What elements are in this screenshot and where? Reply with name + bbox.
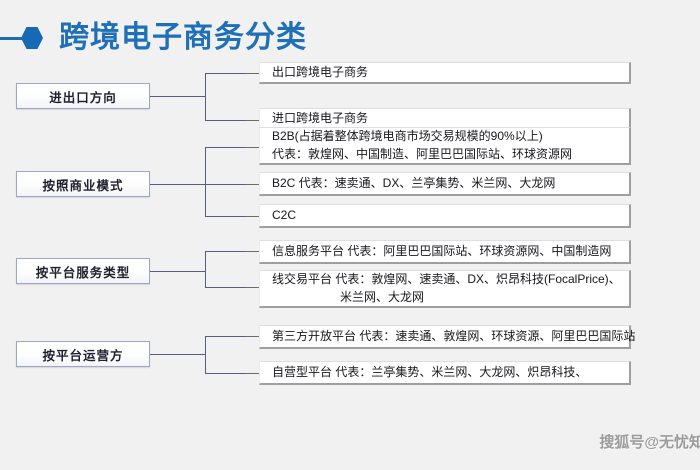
connector-branch-2-0 — [205, 147, 245, 148]
connector-stub-3-1 — [245, 287, 261, 288]
leaf-box-third-party-open-platform[interactable]: 第三方开放平台 代表：速卖通、敦煌网、环球资源、阿里巴巴国际站 — [259, 325, 636, 349]
connector-trunk-3 — [150, 271, 205, 272]
connector-branch-2-2 — [205, 216, 245, 217]
connector-stub-2-2 — [245, 216, 261, 217]
connector-stub-4-1 — [245, 373, 261, 374]
connector-stub-1-0 — [245, 73, 261, 74]
connector-trunk-4 — [150, 354, 205, 355]
leaf-text: 进口跨境电子商务 — [272, 110, 369, 125]
category-box-by-business-model[interactable]: 按照商业模式 — [16, 171, 150, 197]
connector-branch-1-0 — [205, 73, 245, 74]
connector-spine-1 — [205, 73, 206, 120]
category-box-import-export-direction[interactable]: 进出口方向 — [16, 83, 150, 109]
connector-branch-1-1 — [205, 120, 245, 121]
category-label: 按平台运营方 — [42, 348, 124, 363]
leaf-box-online-trading-platform[interactable]: 线交易平台 代表：敦煌网、速卖通、DX、炽昂科技(FocalPrice)、 米兰… — [259, 270, 631, 308]
leaf-text: 第三方开放平台 代表：速卖通、敦煌网、环球资源、阿里巴巴国际站 — [272, 328, 636, 343]
leaf-text: B2C 代表：速卖通、DX、兰亭集势、米兰网、大龙网 — [272, 175, 556, 190]
leaf-text: 出口跨境电子商务 — [272, 64, 369, 79]
leaf-text: 自营型平台 代表：兰亭集势、米兰网、大龙网、炽昂科技、 — [272, 364, 588, 379]
leaf-text: 信息服务平台 代表：阿里巴巴国际站、环球资源网、中国制造网 — [272, 243, 612, 258]
connector-branch-3-0 — [205, 251, 245, 252]
page-title: 跨境电子商务分类 — [0, 16, 307, 60]
leaf-box-info-service-platform[interactable]: 信息服务平台 代表：阿里巴巴国际站、环球资源网、中国制造网 — [259, 240, 631, 264]
hexagon-icon — [21, 26, 43, 50]
category-label: 按照商业模式 — [42, 178, 124, 193]
leaf-box-export[interactable]: 出口跨境电子商务 — [259, 62, 631, 84]
leaf-box-c2c[interactable]: C2C — [259, 204, 631, 228]
leaf-text: C2C — [272, 207, 297, 222]
category-box-by-platform-operator[interactable]: 按平台运营方 — [16, 341, 150, 367]
leaf-text: 线交易平台 代表：敦煌网、速卖通、DX、炽昂科技(FocalPrice)、 米兰… — [272, 272, 621, 304]
connector-branch-4-1 — [205, 373, 245, 374]
connector-branch-4-0 — [205, 336, 245, 337]
leaf-box-b2b[interactable]: B2B(占据着整体跨境电商市场交易规模的90%以上) 代表：敦煌网、中国制造、阿… — [259, 127, 631, 165]
connector-stub-3-0 — [245, 251, 261, 252]
page-title-label: 跨境电子商务分类 — [59, 21, 307, 54]
leaf-box-self-operated-platform[interactable]: 自营型平台 代表：兰亭集势、米兰网、大龙网、炽昂科技、 — [259, 361, 631, 385]
connector-branch-3-1 — [205, 287, 245, 288]
leaf-box-b2c[interactable]: B2C 代表：速卖通、DX、兰亭集势、米兰网、大龙网 — [259, 172, 631, 196]
connector-stub-2-1 — [245, 184, 261, 185]
category-label: 按平台服务类型 — [35, 265, 131, 280]
category-box-by-platform-service-type[interactable]: 按平台服务类型 — [16, 258, 150, 284]
connector-trunk-2 — [150, 184, 205, 185]
connector-spine-3 — [205, 251, 206, 287]
connector-trunk-1 — [150, 96, 205, 97]
connector-stub-1-1 — [245, 120, 261, 121]
connector-stub-4-0 — [245, 336, 261, 337]
connector-spine-2 — [205, 147, 206, 216]
category-label: 进出口方向 — [49, 90, 117, 105]
watermark: 搜狐号@无忧知 — [599, 434, 700, 451]
connector-branch-2-1 — [205, 184, 245, 185]
title-stem — [0, 36, 22, 40]
connector-spine-4 — [205, 336, 206, 373]
leaf-text: B2B(占据着整体跨境电商市场交易规模的90%以上) 代表：敦煌网、中国制造、阿… — [272, 129, 573, 161]
connector-stub-2-0 — [245, 147, 261, 148]
